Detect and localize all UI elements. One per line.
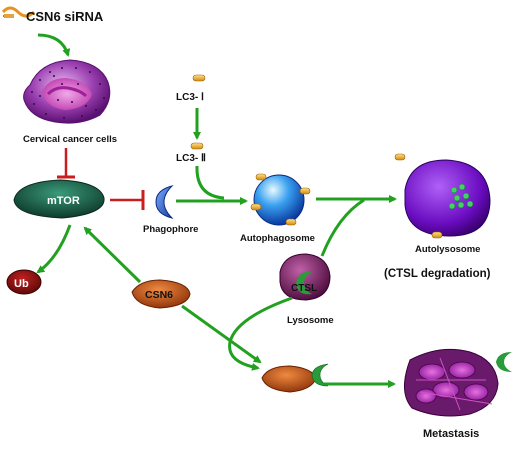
arrow-lysosome-to-complex [228, 296, 293, 371]
autophagosome-icon [250, 173, 311, 226]
csn6-label: CSN6 [145, 289, 173, 301]
ctsl-degradation-label: (CTSL degradation) [384, 268, 491, 280]
csn6-ctsl-complex-icon [261, 363, 329, 393]
autolysosome-label: Autolysosome [415, 244, 480, 255]
ctsl-label: CTSL [291, 283, 317, 294]
arrow-mtor-to-ub [36, 224, 72, 274]
lc3-ii-particle-icon [190, 142, 204, 150]
lc3-ii-label: LC3- Ⅱ [176, 153, 206, 164]
autophagosome-label: Autophagosome [240, 233, 315, 244]
ub-label: Ub [14, 278, 29, 290]
inhibit-mtor-to-phagophore [110, 190, 145, 210]
sirna-label: CSN6 siRNA [26, 9, 104, 24]
inhibit-cell-to-mtor [57, 148, 75, 179]
cervical-cells-label: Cervical cancer cells [23, 134, 117, 145]
metastasis-cells-icon [404, 348, 512, 417]
mtor-label: mTOR [47, 195, 80, 207]
lysosome-icon [279, 253, 331, 301]
arrow-csn6-to-mtor [83, 226, 142, 284]
cervical-cancer-cell-icon [23, 59, 111, 124]
arrow-csn6-to-complex [181, 304, 262, 364]
phagophore-icon [155, 185, 174, 219]
arrow-sirna-to-cell [37, 33, 71, 57]
csn6-node [131, 279, 191, 309]
autolysosome-icon [394, 153, 491, 239]
arrow-lysosome-to-autolysosome [320, 198, 365, 257]
ub-node [6, 269, 42, 295]
sirna-icon [1, 6, 36, 18]
phagophore-label: Phagophore [143, 224, 198, 235]
arrow-lc3ii-to-autophagosome [195, 165, 225, 200]
metastasis-label: Metastasis [423, 428, 479, 440]
lc3-i-label: LC3- Ⅰ [176, 92, 204, 103]
lysosome-label: Lysosome [287, 315, 334, 326]
mtor-node [13, 179, 105, 219]
lc3-i-particle-icon [192, 74, 206, 82]
